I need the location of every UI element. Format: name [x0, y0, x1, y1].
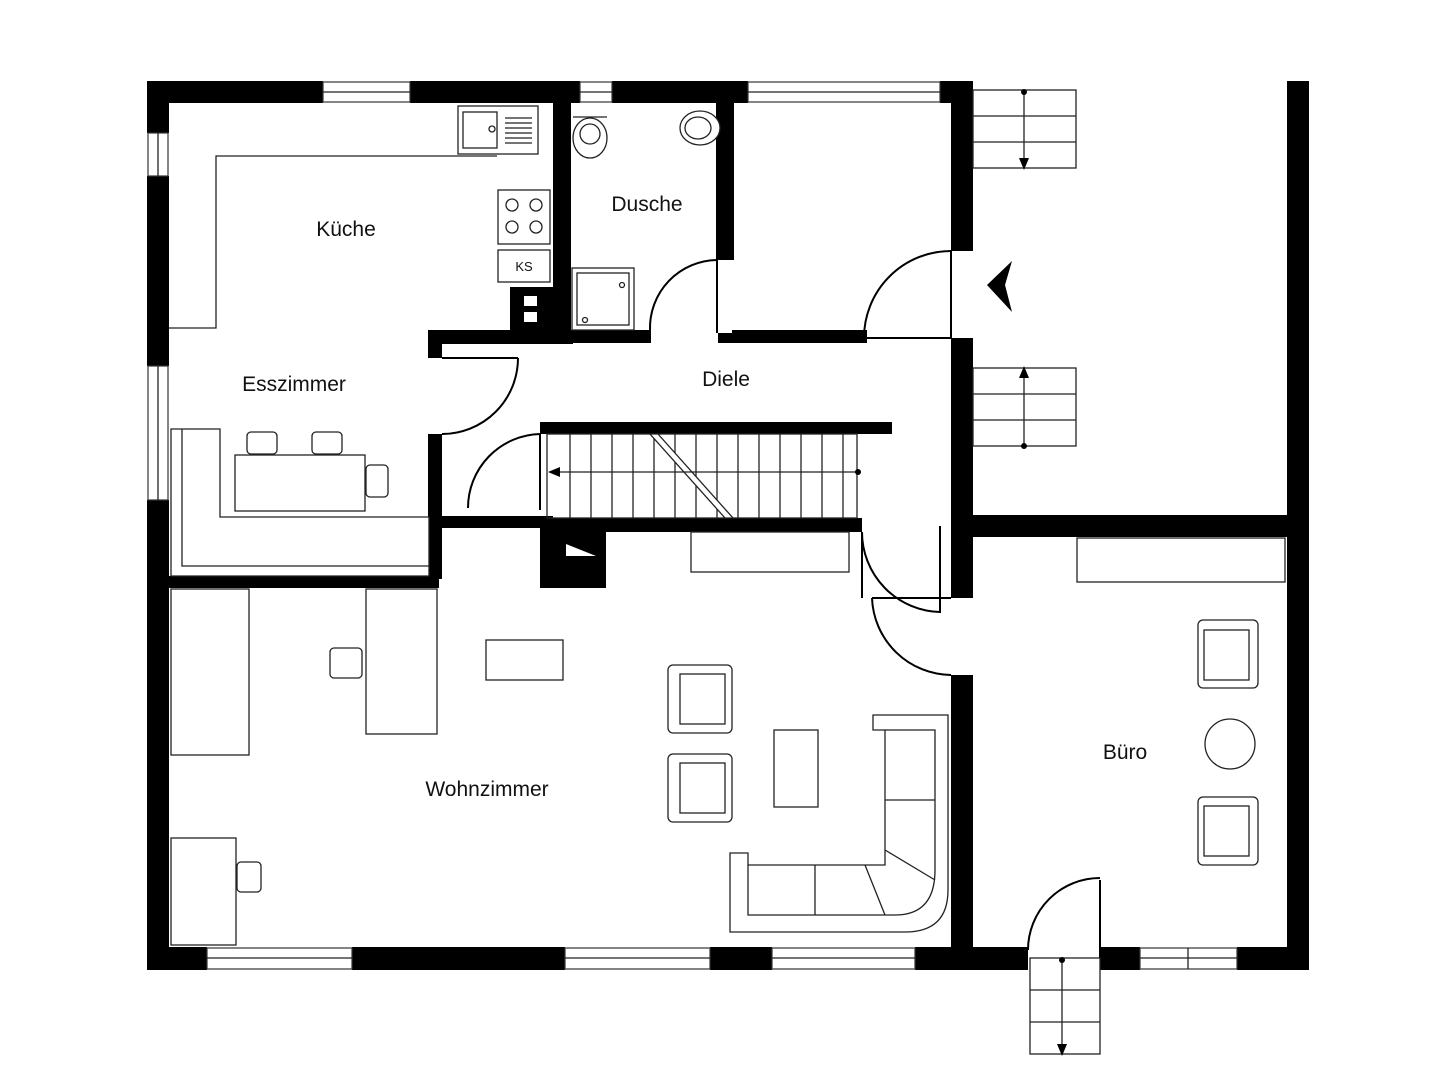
dining-furniture — [170, 428, 430, 577]
living-furniture — [170, 531, 949, 946]
room-label-diele: Diele — [702, 368, 750, 391]
windows — [147, 81, 1238, 970]
room-label-wohnzimmer: Wohnzimmer — [425, 778, 548, 801]
fridge — [497, 249, 551, 283]
room-label-dusche: Dusche — [611, 193, 682, 216]
staircase — [546, 433, 861, 519]
kitchen-fixtures: KS — [169, 105, 551, 329]
room-label-kueche: Küche — [316, 218, 376, 241]
room-label-buero: Büro — [1103, 741, 1147, 764]
walls — [147, 81, 1309, 970]
stair-arrow-icon — [548, 467, 560, 477]
office-furniture — [1076, 537, 1286, 866]
fridge-label: KS — [515, 259, 533, 274]
outside-steps — [972, 89, 1101, 1056]
room-label-esszimmer: Esszimmer — [242, 373, 346, 396]
shower-fixtures — [571, 110, 721, 331]
sink-drainboard — [505, 117, 532, 144]
doors — [441, 250, 1101, 958]
entrance-arrow-icon — [987, 261, 1012, 312]
